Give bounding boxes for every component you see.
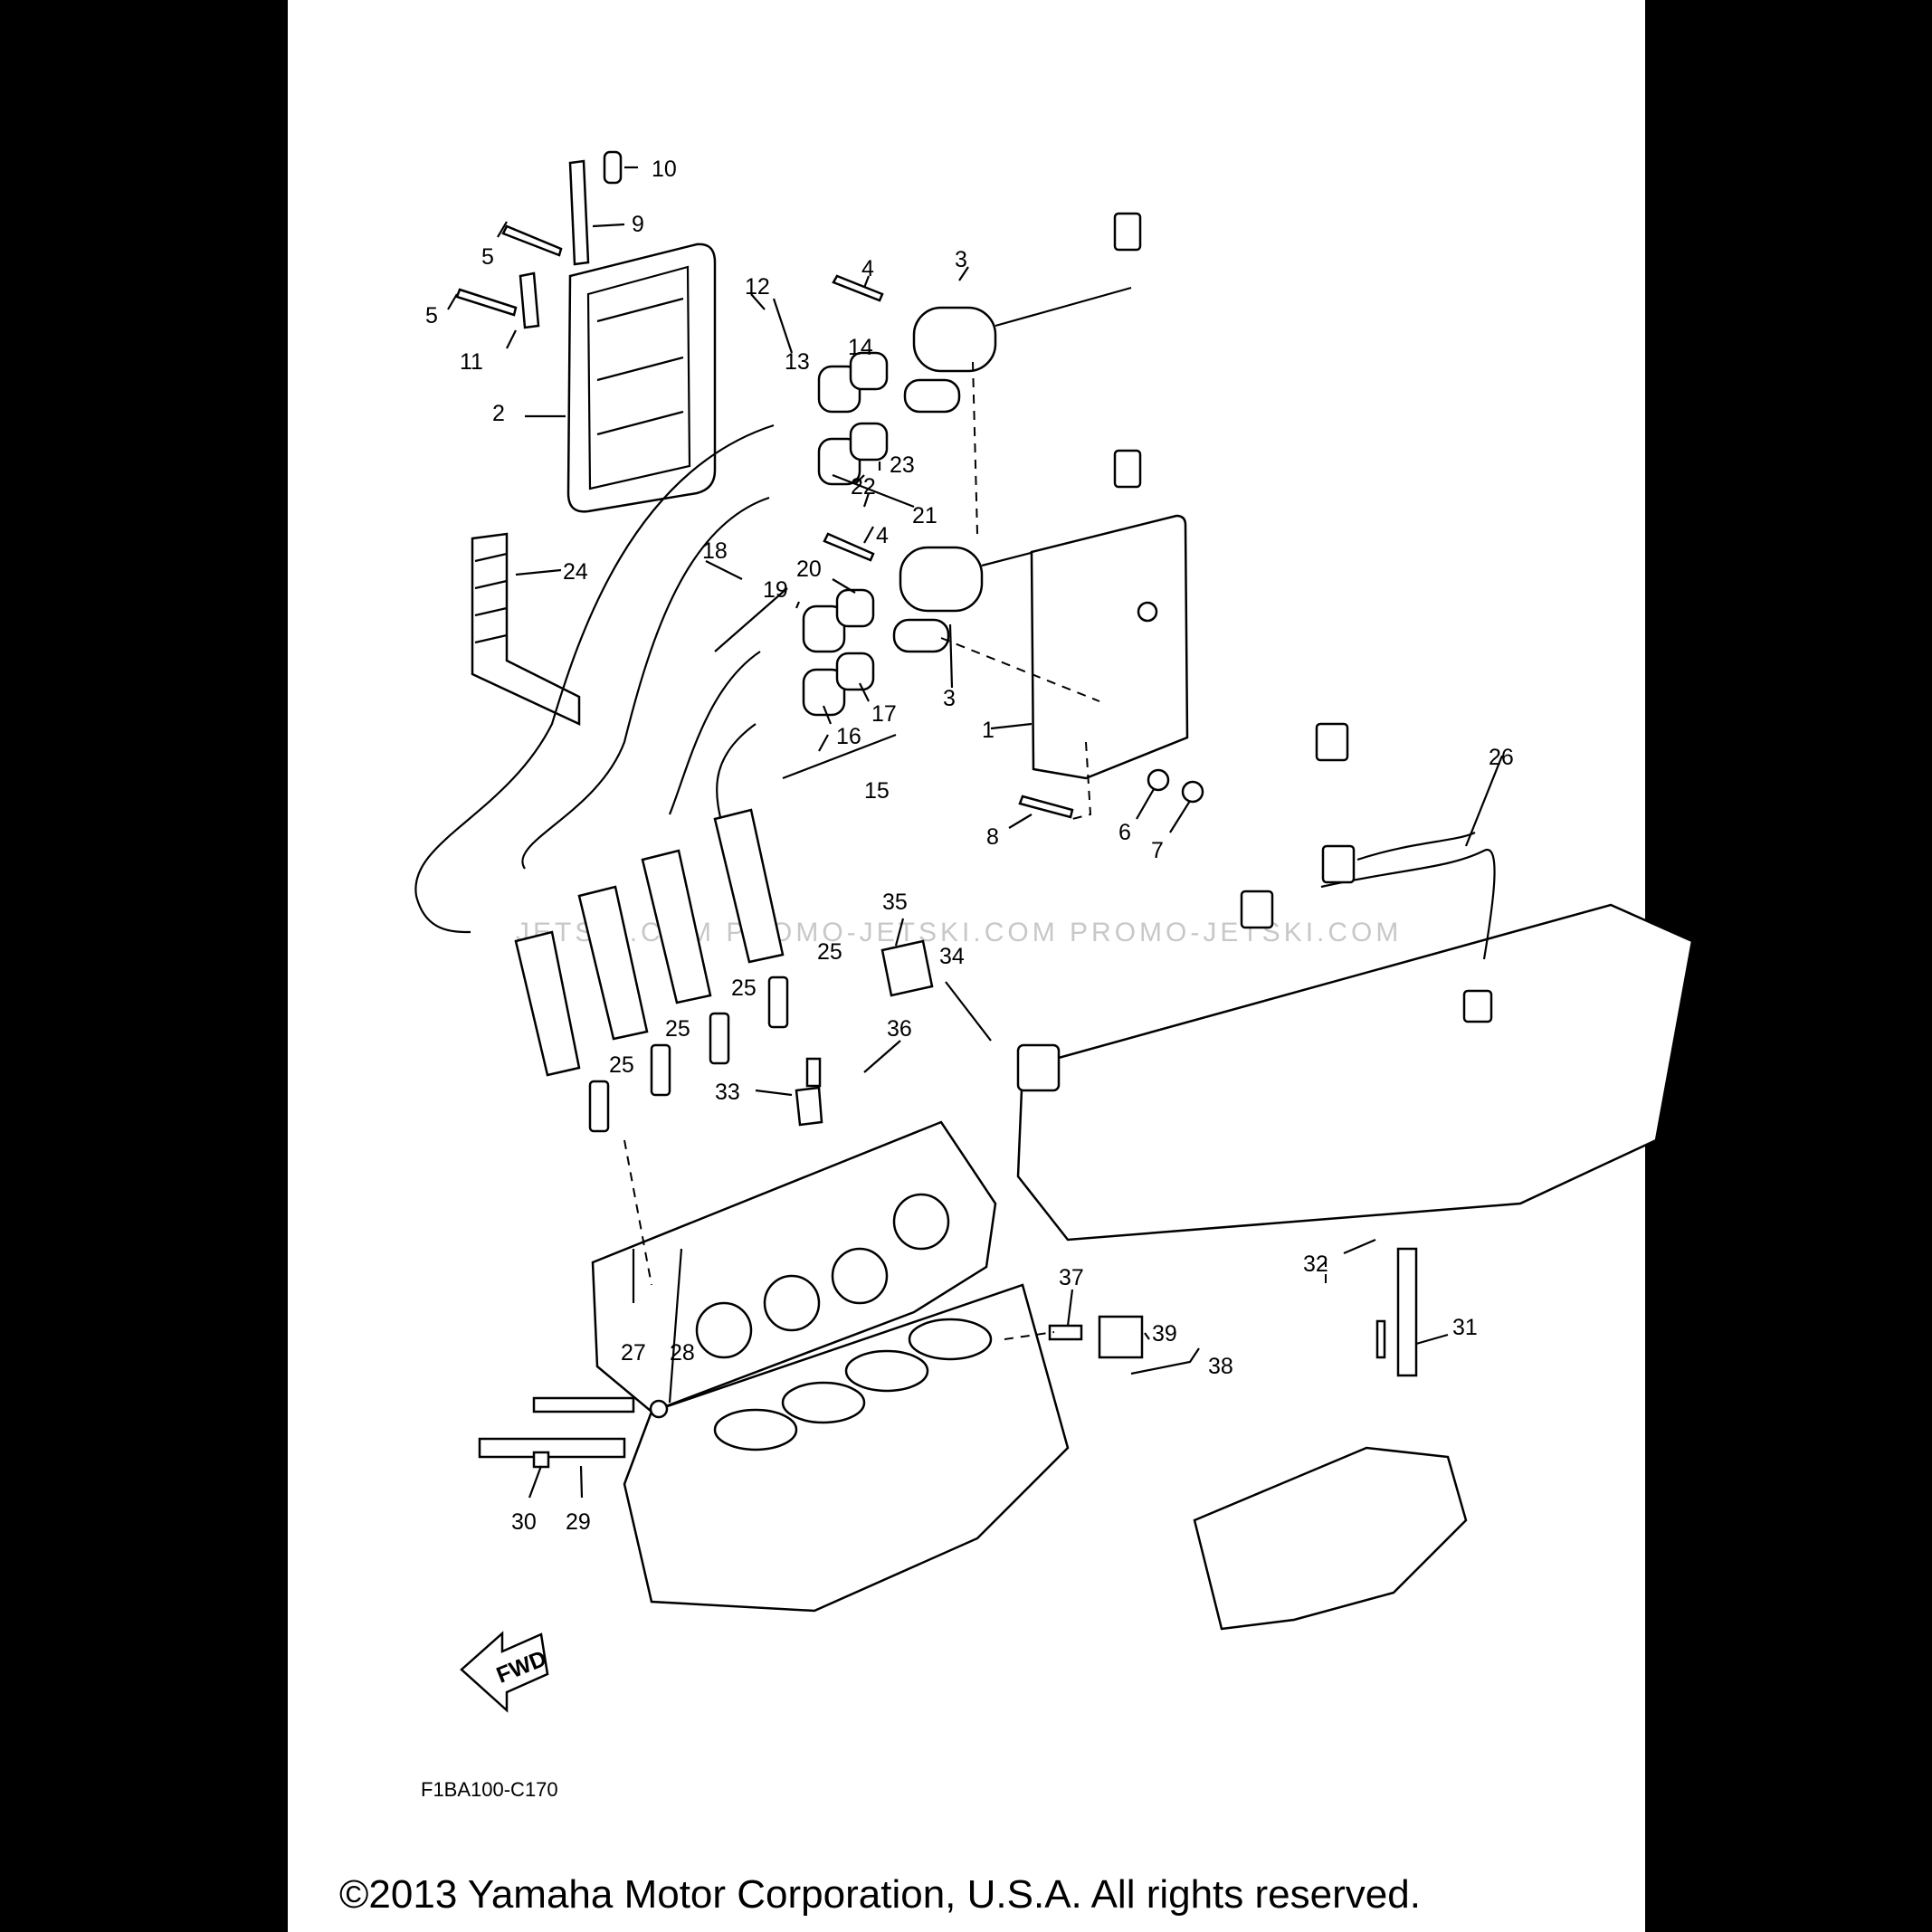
bracket-11 [519, 271, 540, 329]
callout-32: 32 [1303, 1252, 1328, 1277]
callout-9: 9 [632, 212, 644, 237]
callout-38: 38 [1208, 1354, 1233, 1379]
bracket-9 [568, 159, 590, 266]
sensor-38 [1098, 1315, 1144, 1359]
copyright-text: ©2013 Yamaha Motor Corporation, U.S.A. A… [339, 1872, 1421, 1917]
callout-28: 28 [670, 1340, 695, 1366]
callout-39: 39 [1152, 1321, 1177, 1347]
ecu-cover [566, 243, 717, 513]
callout-37: 37 [1059, 1265, 1084, 1290]
callout-25a: 25 [609, 1052, 634, 1078]
callout-13: 13 [785, 349, 810, 375]
washer-28 [649, 1399, 669, 1419]
callout-22: 22 [851, 474, 876, 500]
callout-5b: 5 [425, 303, 438, 328]
callout-15: 15 [864, 778, 890, 804]
callout-12: 12 [745, 274, 770, 300]
engine-block [591, 1120, 1070, 1613]
callout-29: 29 [566, 1509, 591, 1535]
grommet-10 [603, 150, 623, 185]
callout-leaders [447, 166, 1504, 1499]
callout-27: 27 [621, 1340, 646, 1366]
callout-17: 17 [871, 701, 897, 727]
callout-labels: 1 2 3 3 4 4 5 5 6 7 8 9 10 11 12 13 14 1… [425, 157, 1514, 1535]
sensor-33 [795, 1086, 823, 1127]
callout-10: 10 [652, 157, 677, 182]
callout-33: 33 [715, 1080, 740, 1105]
callout-4b: 4 [876, 523, 889, 548]
callout-20: 20 [796, 557, 822, 582]
ecu-1 [1030, 514, 1189, 780]
callout-2: 2 [492, 401, 505, 426]
callout-30: 30 [511, 1509, 537, 1535]
screw-4b [823, 532, 875, 562]
callout-7: 7 [1151, 838, 1164, 863]
callout-24: 24 [563, 559, 588, 585]
grommet-6 [1147, 768, 1170, 792]
sensor-37 [1048, 1324, 1083, 1341]
screw-36 [805, 1057, 822, 1088]
callout-18: 18 [702, 538, 728, 564]
lead-a [414, 424, 775, 934]
screw-4a [832, 274, 884, 302]
screw-5a [501, 224, 563, 257]
callout-36: 36 [887, 1016, 912, 1042]
ignition-coil-lower [892, 449, 1142, 653]
diagram-code: F1BA100-C170 [421, 1778, 558, 1801]
bolt-32 [1375, 1319, 1386, 1359]
callout-25d: 25 [817, 939, 842, 965]
sensor-29 [478, 1437, 626, 1459]
callout-11: 11 [460, 349, 483, 375]
jet-pump-housing [1193, 1446, 1468, 1631]
callout-4a: 4 [861, 256, 874, 281]
callout-26: 26 [1489, 745, 1514, 770]
callout-35: 35 [882, 890, 908, 915]
callout-14: 14 [848, 335, 873, 360]
collar-7 [1181, 780, 1204, 804]
callout-23: 23 [890, 452, 915, 478]
callout-8: 8 [986, 824, 999, 850]
assembly-dashes [623, 361, 1327, 1340]
connector-34 [1016, 1043, 1061, 1092]
intake-manifold [1016, 903, 1694, 1242]
callout-31: 31 [1452, 1315, 1478, 1340]
wire-harness-26 [1320, 848, 1496, 960]
sensor-31 [1396, 1247, 1418, 1377]
callout-6: 6 [1118, 820, 1131, 845]
callout-25c: 25 [731, 976, 757, 1001]
callout-25b: 25 [665, 1016, 690, 1042]
lead-b [521, 496, 770, 870]
coil-sticks [514, 808, 785, 1077]
callout-1: 1 [982, 718, 995, 743]
clamp-35 [880, 939, 934, 997]
callout-5a: 5 [481, 244, 494, 270]
callout-16: 16 [836, 724, 861, 749]
bolt-30 [532, 1451, 550, 1469]
wire-holder-24 [471, 532, 581, 726]
callout-19: 19 [763, 577, 788, 603]
sensor-27 [532, 1396, 635, 1413]
screw-5b [455, 288, 518, 317]
lead-c [668, 651, 761, 815]
callout-34: 34 [939, 944, 965, 969]
callout-21: 21 [912, 503, 937, 528]
ignition-coil-upper [903, 212, 1142, 414]
callout-3a: 3 [955, 247, 967, 272]
callout-3b: 3 [943, 686, 956, 711]
plug-caps [802, 351, 889, 717]
spark-plugs [588, 976, 789, 1133]
fwd-arrow [460, 1631, 549, 1713]
bolt-8 [1018, 795, 1074, 819]
